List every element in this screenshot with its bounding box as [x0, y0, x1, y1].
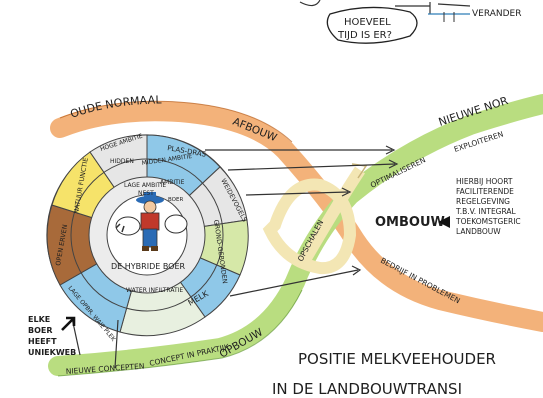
question-line-1: HOEVEEL: [344, 17, 391, 28]
note-line-3: HEEFT: [28, 337, 57, 346]
note-arrow-icon: [61, 316, 76, 331]
note-line-2: BOER: [28, 326, 53, 335]
note-line-4: UNIEKWEB: [28, 348, 76, 357]
wheel-arrows: [71, 145, 399, 369]
farmer-wheel: BOER DE HYBRIDE BOER HOGE AMBITIE MIDDEN…: [46, 133, 249, 344]
caption-line-1: POSITIE MELKVEEHOUDER: [298, 350, 496, 368]
speech-bubble: [326, 6, 418, 44]
ring-label-ambitie: AMBITIE: [160, 179, 185, 186]
hierbij-line-4: T.B.V. INTEGRAL: [455, 207, 517, 216]
ring-label-lage: LAGE AMBITIE: [124, 182, 166, 189]
ring-label-nest: NEST: [138, 190, 154, 197]
note-line-1: ELKE: [28, 315, 50, 324]
label-ombouw: OMBOUW: [375, 215, 445, 230]
ombouw-arrow-icon: [438, 216, 450, 228]
hierbij-note: HIERBIJ HOORT FACILITERENDE REGELGEVING …: [455, 177, 521, 236]
farmer-icon: [115, 192, 188, 251]
wheel-center-label: DE HYBRIDE BOER: [111, 262, 186, 271]
ring-label-hidden: HIDDEN: [110, 158, 134, 165]
hierbij-line-5: TOEKOMSTGERIC: [455, 217, 521, 226]
boer-label: BOER: [168, 197, 183, 203]
hierbij-line-2: FACILITERENDE: [456, 187, 514, 196]
caption-line-2: IN DE LANDBOUWTRANSI: [272, 380, 462, 398]
elke-boer-note: ELKE BOER HEEFT UNIEKWEB: [28, 315, 76, 357]
question-line-2: TIJD IS ER?: [337, 30, 392, 41]
veranderen-label: VERANDER: [472, 9, 522, 19]
hierbij-line-6: LANDBOUW: [456, 227, 501, 236]
segment-water: WATER INFILTRATIE: [126, 287, 183, 294]
hierbij-line-3: REGELGEVING: [456, 197, 510, 206]
hierbij-line-1: HIERBIJ HOORT: [456, 177, 513, 186]
transition-loop: [262, 163, 368, 275]
top-sketch: HOEVEEL TIJD IS ER? VERANDER: [299, 0, 522, 44]
oude-normaal-band: [50, 100, 543, 332]
